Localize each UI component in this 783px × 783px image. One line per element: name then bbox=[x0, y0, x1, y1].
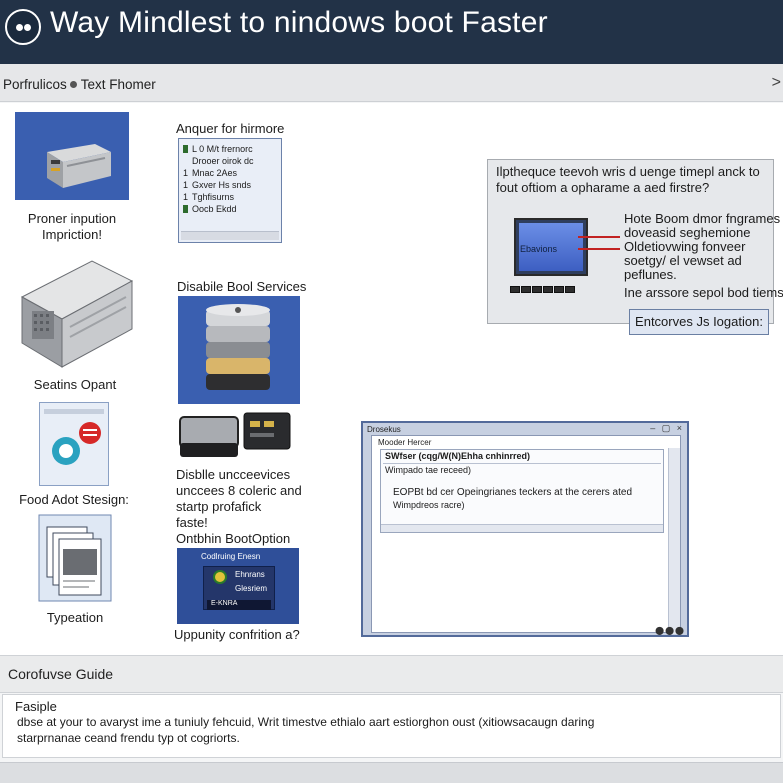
callout-notes: Hote Boom dmor fngrames doveasid seghemi… bbox=[624, 211, 781, 282]
callout-question: Ilpthequce teevoh wris d uenge timepl an… bbox=[496, 164, 760, 195]
horizontal-scrollbar[interactable] bbox=[181, 231, 279, 240]
power-supply-tile[interactable] bbox=[15, 112, 129, 200]
dialog-title: Drosekus bbox=[367, 425, 401, 434]
list-heading: Anquer for hirmore bbox=[176, 121, 285, 136]
notes-label: Fasiple bbox=[15, 699, 57, 714]
guide-notes-pane[interactable]: Fasiple dbse at your to avaryst ime a tu… bbox=[2, 694, 781, 758]
guide-heading: Corofuvse Guide bbox=[8, 666, 114, 682]
seating-caption: Seatins Opant bbox=[33, 377, 117, 392]
dialog-listbox[interactable]: SWfser (cqg/W(N)Ehha cnhinrred) Wimpado … bbox=[380, 449, 664, 533]
title-bar: Way Mindlest to nindows boot Faster bbox=[0, 0, 783, 64]
notes-text: dbse at your to avaryst ime a tuniuly fe… bbox=[17, 715, 595, 745]
settings-panel-icon[interactable] bbox=[39, 402, 109, 486]
list-item[interactable]: L 0 M/t frernorc bbox=[179, 143, 281, 155]
list-item[interactable]: Oocb Ekdd bbox=[179, 203, 281, 215]
boot-option-heading: Ontbhin BootOption bbox=[176, 531, 291, 546]
window-controls[interactable]: – ▢ × bbox=[650, 423, 684, 433]
status-ok-icon bbox=[213, 570, 227, 584]
server-box-icon bbox=[47, 144, 111, 188]
boot-option-panel[interactable]: Codlruing Enesn Ehnrans Glesriem E-KNRA bbox=[177, 548, 299, 624]
boot-option-row-selected[interactable]: E-KNRA bbox=[207, 600, 271, 610]
list-item[interactable]: Drooer oirok dc bbox=[192, 156, 254, 166]
boot-option-row[interactable]: Ehnrans bbox=[235, 570, 265, 579]
app-logo-icon bbox=[5, 9, 41, 45]
list-item[interactable]: Wimpado tae receed) bbox=[385, 465, 472, 475]
continue-button[interactable]: Entcorves Js Iogation: bbox=[629, 309, 769, 335]
properties-dialog: Drosekus – ▢ × Mooder Hercer SWfser (cqg… bbox=[361, 421, 689, 637]
disk-stack-icon bbox=[206, 304, 270, 390]
green-marker-icon bbox=[183, 145, 188, 153]
status-bar bbox=[0, 762, 783, 783]
toolbar: Porfrulicos Text Fhomer > bbox=[0, 64, 783, 102]
horizontal-scrollbar[interactable] bbox=[381, 524, 663, 532]
window-title: Way Mindlest to nindows boot Faster bbox=[50, 6, 548, 39]
boot-option-panel-title: Codlruing Enesn bbox=[201, 552, 261, 561]
food-caption: Food Adot Stesign: bbox=[19, 492, 129, 507]
monitor-label: Ebavions bbox=[520, 244, 558, 254]
list-item[interactable]: EOPBt bd cer Opeingrianes teckers at the… bbox=[393, 487, 633, 498]
guide-section-header[interactable]: Corofuvse Guide bbox=[0, 655, 783, 693]
breadcrumb: Porfrulicos Text Fhomer bbox=[3, 77, 156, 92]
boot-services-heading: Disabile Bool Services bbox=[177, 279, 307, 294]
boot-services-tile[interactable] bbox=[178, 296, 300, 404]
arrow-left-icon bbox=[578, 248, 620, 250]
boot-option-row[interactable]: Glesriem bbox=[235, 584, 268, 593]
dialog-body: Mooder Hercer SWfser (cqg/W(N)Ehha cnhin… bbox=[371, 435, 681, 634]
callout-footer-note: Ine arssore sepol bod tiems bbox=[624, 285, 783, 300]
list-item[interactable]: Wimpdreos racre) bbox=[393, 500, 465, 510]
power-caption: Proner inpution Impriction! bbox=[27, 211, 117, 242]
breadcrumb-item-right[interactable]: Text Fhomer bbox=[80, 77, 156, 92]
confirm-caption: Uppunity confrition a? bbox=[174, 627, 300, 642]
chevron-right-icon[interactable]: > bbox=[771, 74, 781, 91]
documents-stack-icon[interactable] bbox=[37, 513, 113, 603]
server-icon[interactable] bbox=[18, 257, 134, 369]
monitor-icon: Ebavions bbox=[514, 218, 588, 276]
devices-caption: Disblle uncceevices unccees 8 coleric an… bbox=[176, 467, 302, 530]
typeation-caption: Typeation bbox=[46, 610, 104, 625]
divider bbox=[383, 463, 661, 464]
green-marker-icon bbox=[183, 205, 188, 213]
bullet-icon bbox=[69, 81, 77, 88]
breadcrumb-item-left[interactable]: Porfrulicos bbox=[3, 77, 67, 92]
keyboard-icon bbox=[510, 280, 592, 293]
resize-grip-icon[interactable]: ⬤⬤⬤ bbox=[655, 626, 685, 635]
main-content: Proner inpution Impriction! Seatins Opan… bbox=[0, 103, 783, 655]
devices-icon[interactable] bbox=[178, 407, 302, 465]
arrow-left-icon bbox=[578, 236, 620, 238]
vertical-scrollbar[interactable] bbox=[668, 448, 680, 634]
callout-panel: Ilpthequce teevoh wris d uenge timepl an… bbox=[487, 159, 783, 324]
list-item[interactable]: SWfser (cqg/W(N)Ehha cnhinrred) bbox=[385, 451, 531, 461]
dialog-header: Mooder Hercer bbox=[378, 438, 432, 447]
